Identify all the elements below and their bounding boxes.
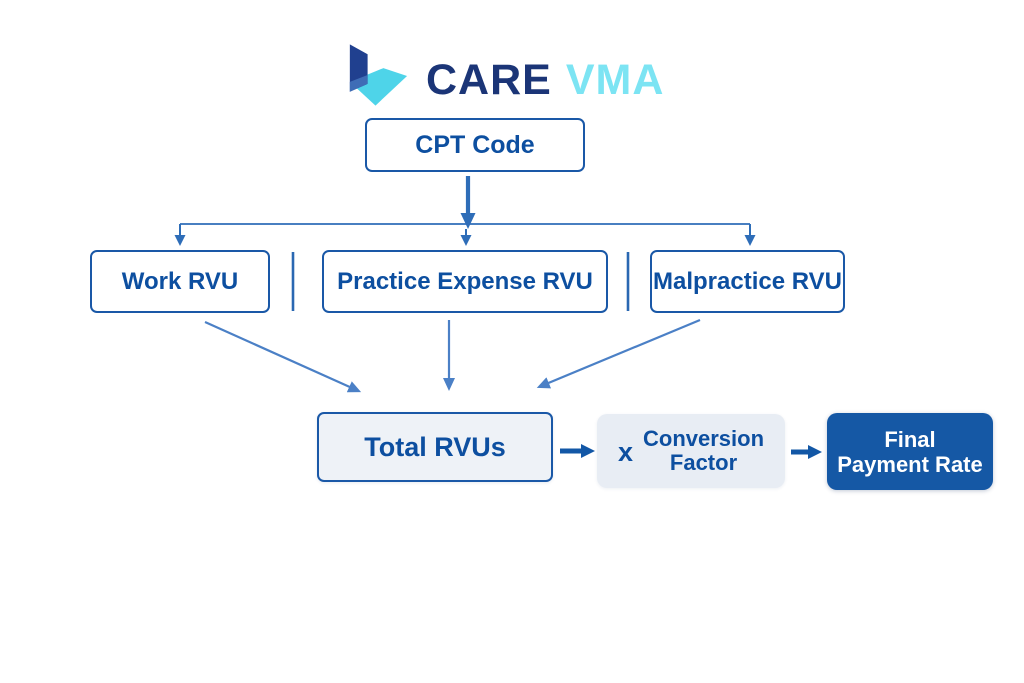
node-label-line2: Payment Rate [837,451,983,477]
multiply-operator: x [617,437,633,467]
arrow-malpractice-to-total [536,318,701,389]
node-label: Practice Expense RVU [337,267,593,295]
node-label: Work RVU [121,267,239,295]
node-conversion-factor: x Conversion Factor [597,414,785,488]
logo: CARE VMA [338,42,664,108]
logo-word-care: CARE [426,56,552,104]
logo-wordmark: CARE VMA [426,59,664,102]
node-label-line1: Conversion [643,426,765,451]
logo-word-vma: VMA [565,56,665,104]
node-cpt-code: CPT Code [365,118,585,172]
node-label: CPT Code [415,130,535,159]
node-label: Malpractice RVU [653,267,842,295]
node-practice-expense-rvu: Practice Expense RVU [322,250,608,313]
node-label: Final Payment Rate [837,427,983,477]
node-work-rvu: Work RVU [90,250,270,313]
node-label: Total RVUs [364,431,506,462]
node-final-payment-rate: Final Payment Rate [827,413,993,490]
node-label-line1: Final [884,426,936,452]
node-label: Conversion Factor [643,427,764,475]
node-total-rvus: Total RVUs [317,412,553,482]
care-vma-logo-icon [349,44,408,106]
node-malpractice-rvu: Malpractice RVU [650,250,845,313]
node-label-line2: Factor [669,450,738,475]
arrow-work-to-total [204,320,362,393]
